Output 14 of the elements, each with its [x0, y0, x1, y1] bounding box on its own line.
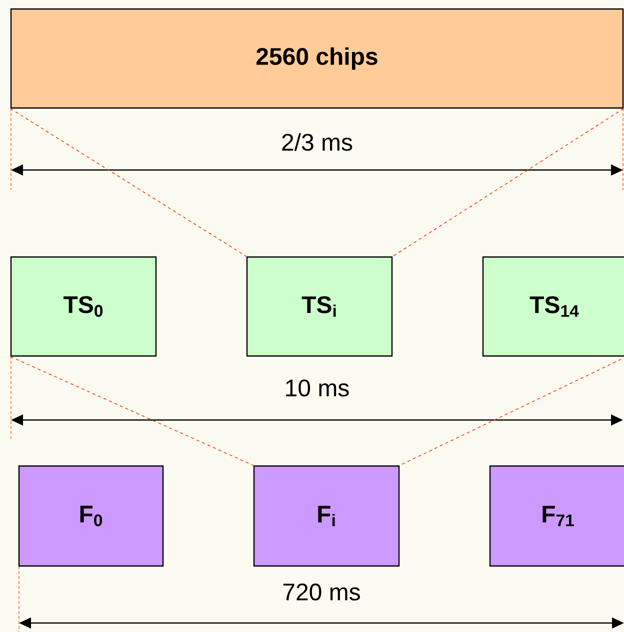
frame-box: F$_{0}$	[18, 465, 164, 567]
zoom-line	[399, 356, 624, 466]
dimension-label: 10 ms	[283, 378, 351, 398]
slot-box: TS$_{0}$	[10, 256, 157, 357]
frame-box: F$_{i}$	[253, 465, 400, 567]
zoom-line	[10, 356, 254, 466]
zoom-line	[392, 108, 624, 257]
box-banner: 2560 chips	[10, 8, 624, 109]
dimension-label: 2/3 ms	[280, 132, 354, 152]
dimension-label: 720 ms	[281, 582, 362, 602]
slot-box: TS$_{i}$	[246, 256, 393, 357]
frame-box: F$_{71}$	[489, 465, 624, 567]
zoom-line	[10, 108, 247, 257]
slot-box: TS$_{14}$	[482, 256, 624, 357]
